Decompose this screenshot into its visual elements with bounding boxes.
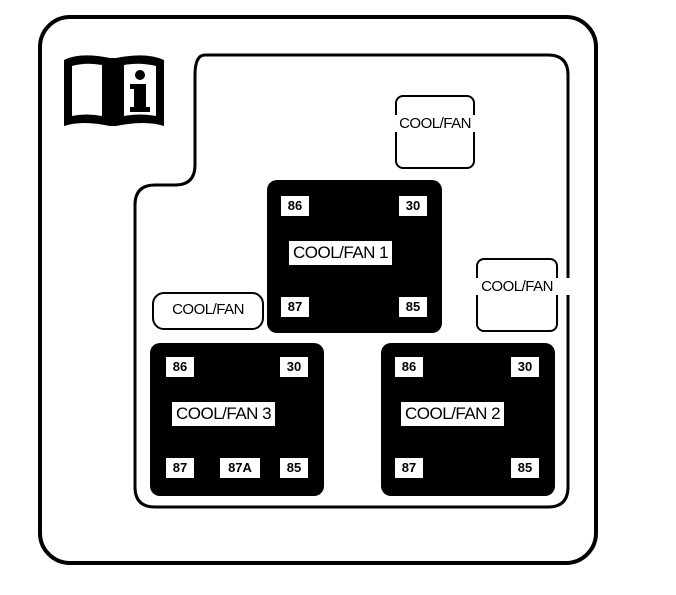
relay-pin-87a: 87A xyxy=(220,458,260,478)
cool-fan-fuse-middle-right-label: COOL/FAN xyxy=(462,278,572,295)
relay-pin-30: 30 xyxy=(511,357,539,377)
relay-label: COOL/FAN 3 xyxy=(172,402,276,426)
cool-fan-fuse-middle-right xyxy=(476,258,558,332)
relay-pin-30: 30 xyxy=(399,196,427,216)
relay-pin-85: 85 xyxy=(399,297,427,317)
cool-fan-fuse-left xyxy=(152,292,264,330)
cool-fan-fuse-left-label: COOL/FAN xyxy=(172,301,244,318)
relay-pin-87: 87 xyxy=(395,458,423,478)
relay-pin-86: 86 xyxy=(166,357,194,377)
cool-fan-fuse-top-right-label: COOL/FAN xyxy=(380,115,490,132)
relay-pin-85: 85 xyxy=(511,458,539,478)
cool-fan-1-relay: 86 30 COOL/FAN 1 87 85 xyxy=(267,180,442,333)
relay-pin-86: 86 xyxy=(395,357,423,377)
relay-pin-85: 85 xyxy=(280,458,308,478)
relay-pin-86: 86 xyxy=(281,196,309,216)
cool-fan-2-relay: 86 30 COOL/FAN 2 87 85 xyxy=(381,343,555,496)
relay-label: COOL/FAN 2 xyxy=(401,402,505,426)
relay-pin-87: 87 xyxy=(281,297,309,317)
relay-pin-87: 87 xyxy=(166,458,194,478)
cool-fan-fuse-top-right xyxy=(395,95,475,169)
relay-label: COOL/FAN 1 xyxy=(289,241,393,265)
relay-pin-30: 30 xyxy=(280,357,308,377)
manual-info-icon xyxy=(64,55,164,126)
cool-fan-3-relay: 86 30 COOL/FAN 3 87 87A 85 xyxy=(150,343,324,496)
